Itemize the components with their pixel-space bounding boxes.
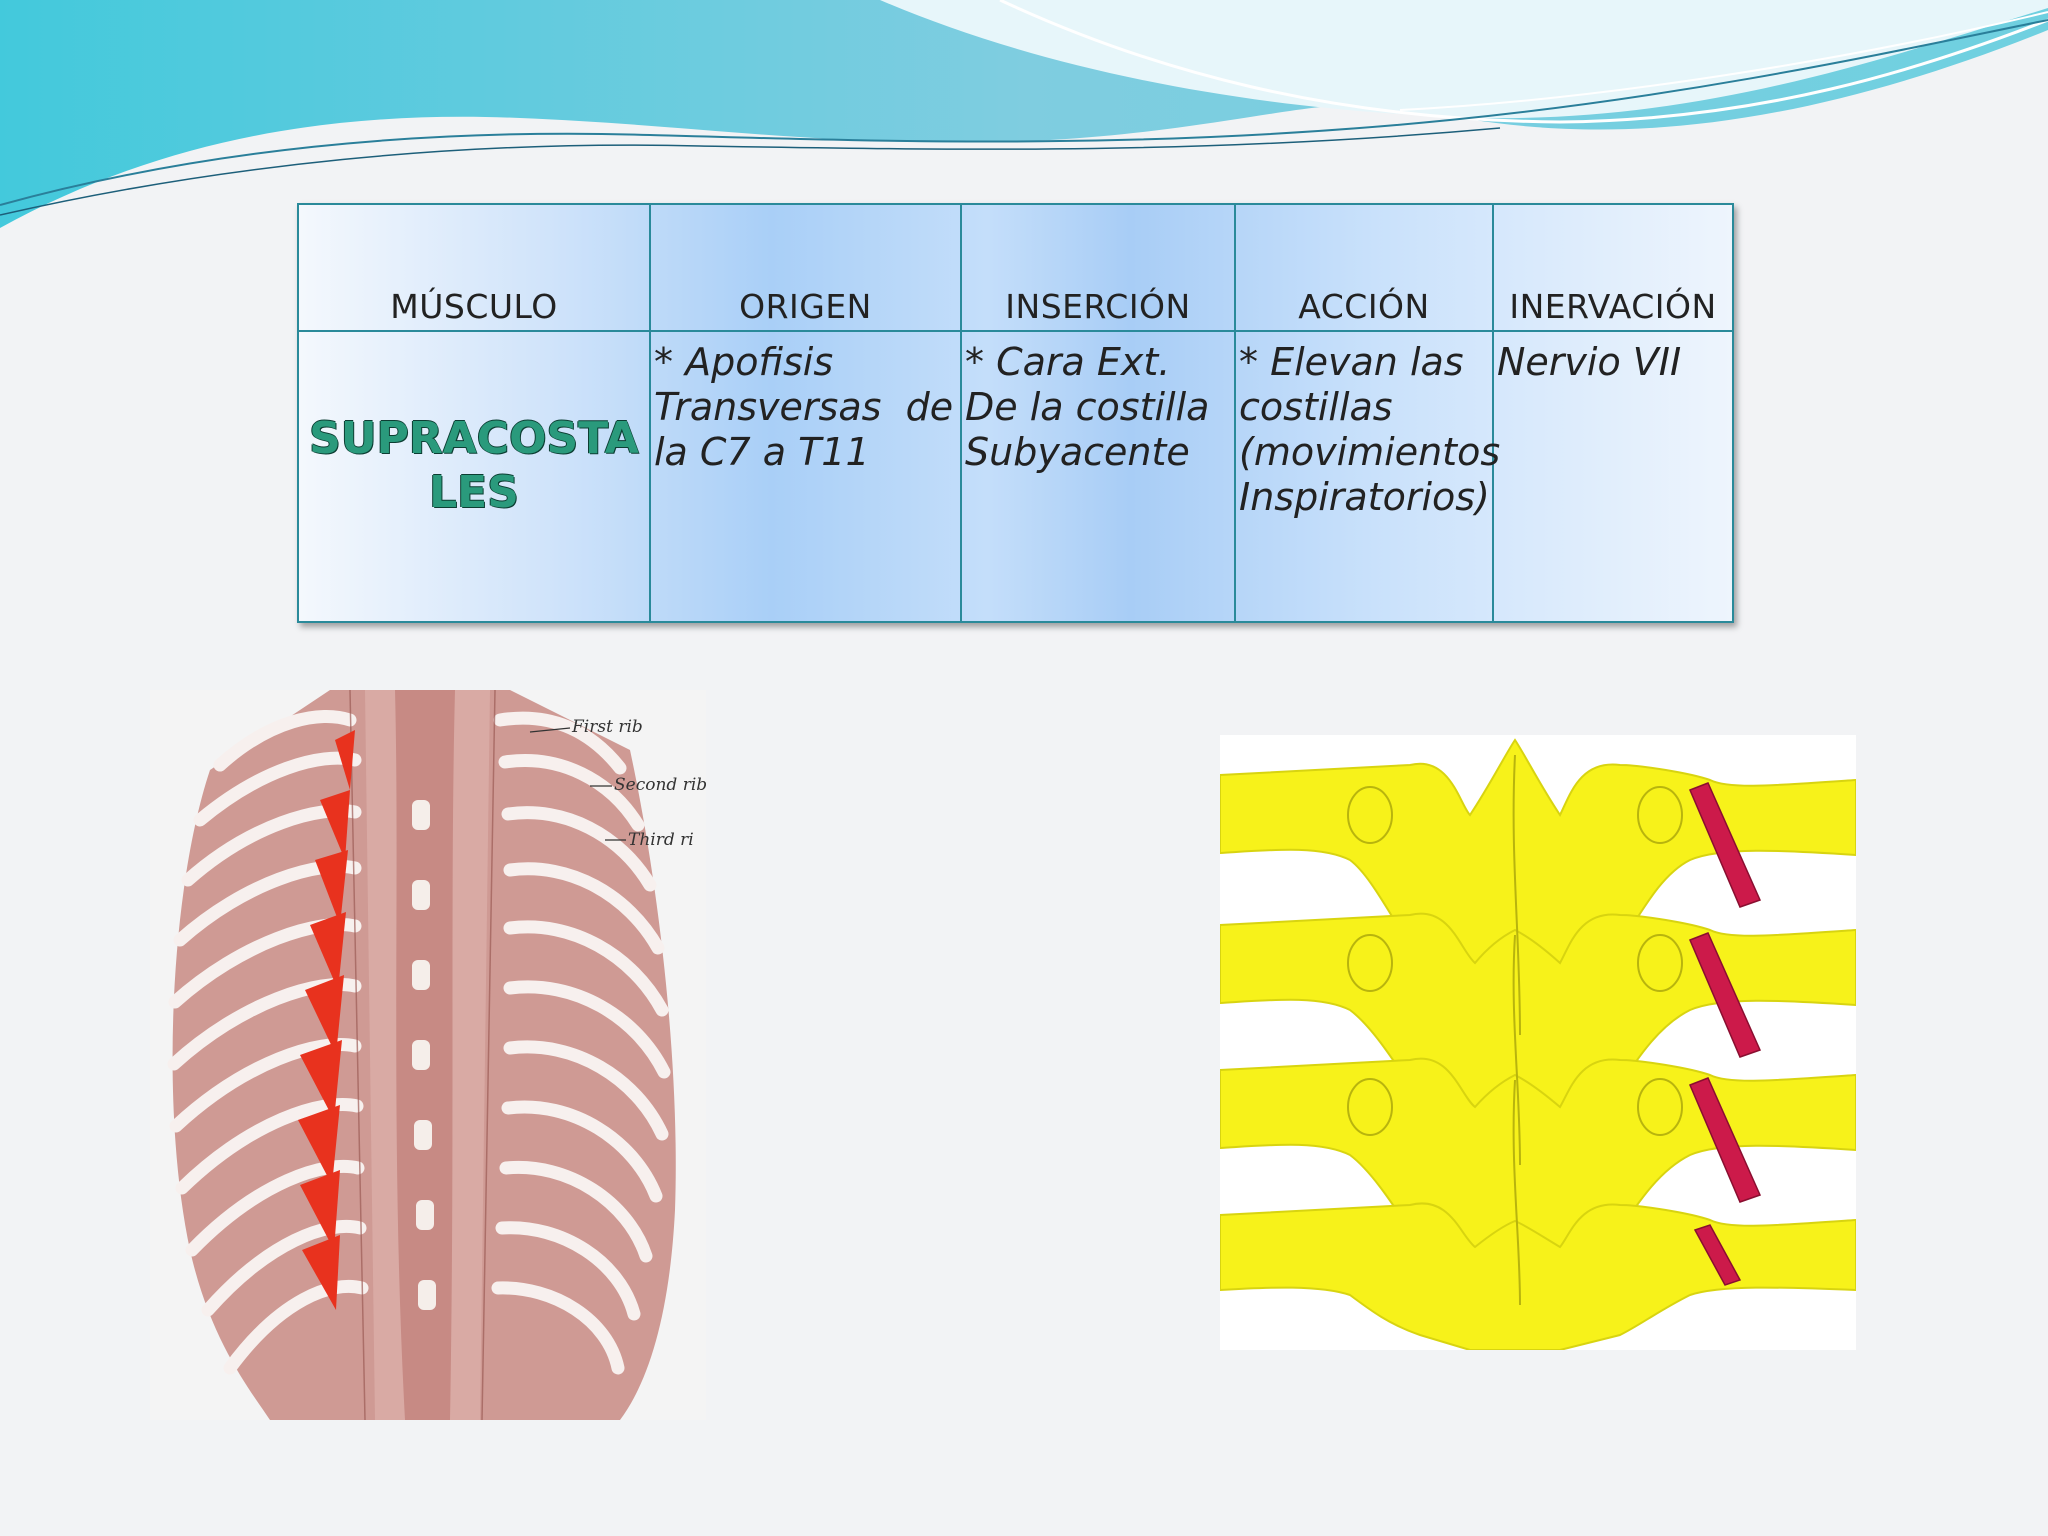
- cell-action: * Elevan las costillas (movimientos Insp…: [1234, 330, 1501, 623]
- action-line: (movimientos: [1239, 430, 1501, 474]
- back-muscles-illustration: First rib Second rib Third ri: [150, 690, 706, 1420]
- cell-muscle-name: SUPRACOSTA LES: [297, 330, 651, 623]
- label-first-rib: First rib: [571, 717, 643, 737]
- cell-innervation: Nervio VII: [1492, 330, 1734, 623]
- action-line: Inspiratorios): [1239, 475, 1490, 519]
- innervation-line: Nervio VII: [1497, 340, 1682, 384]
- insertion-line: Subyacente: [965, 430, 1190, 474]
- header-musculo: MÚSCULO: [297, 203, 651, 332]
- label-second-rib: Second rib: [614, 775, 706, 795]
- muscle-name-line: LES: [429, 466, 519, 518]
- header-wave-decoration: [0, 0, 2048, 228]
- spinal-column: [365, 690, 490, 1420]
- origin-line: la C7 a T11: [654, 430, 870, 474]
- rib-labels: First rib Second rib Third ri: [529, 717, 706, 850]
- action-line: * Elevan las: [1239, 340, 1464, 384]
- header-insercion: INSERCIÓN: [960, 203, 1236, 332]
- origin-line: * Apofisis: [654, 340, 834, 384]
- muscle-info-table: MÚSCULO ORIGEN INSERCIÓN ACCIÓN INERVACI…: [297, 203, 1734, 623]
- vertebra-outline-details: [1347, 754, 1683, 1306]
- supracostales-muscles-highlight: [298, 730, 355, 1310]
- vertebral-bones: [1220, 738, 1856, 1350]
- muscle-name-line: SUPRACOSTA: [309, 412, 639, 464]
- action-line: costillas: [1239, 385, 1393, 429]
- insertion-line: * Cara Ext.: [965, 340, 1171, 384]
- origin-line: Transversas de: [654, 385, 954, 429]
- table-header-row: MÚSCULO ORIGEN INSERCIÓN ACCIÓN INERVACI…: [297, 203, 1734, 332]
- vertebrae-diagram: [1220, 735, 1856, 1350]
- header-origen: ORIGEN: [649, 203, 962, 332]
- header-inervacion: INERVACIÓN: [1492, 203, 1734, 332]
- table-row: SUPRACOSTA LES * Apofisis Transversas de…: [297, 330, 1734, 623]
- insertion-line: De la costilla: [965, 385, 1210, 429]
- supracostal-ligaments: [1689, 782, 1762, 1286]
- label-third-rib: Third ri: [628, 830, 694, 850]
- cell-insertion: * Cara Ext. De la costilla Subyacente: [960, 330, 1236, 623]
- cell-origin: * Apofisis Transversas de la C7 a T11: [649, 330, 962, 623]
- header-accion: ACCIÓN: [1234, 203, 1494, 332]
